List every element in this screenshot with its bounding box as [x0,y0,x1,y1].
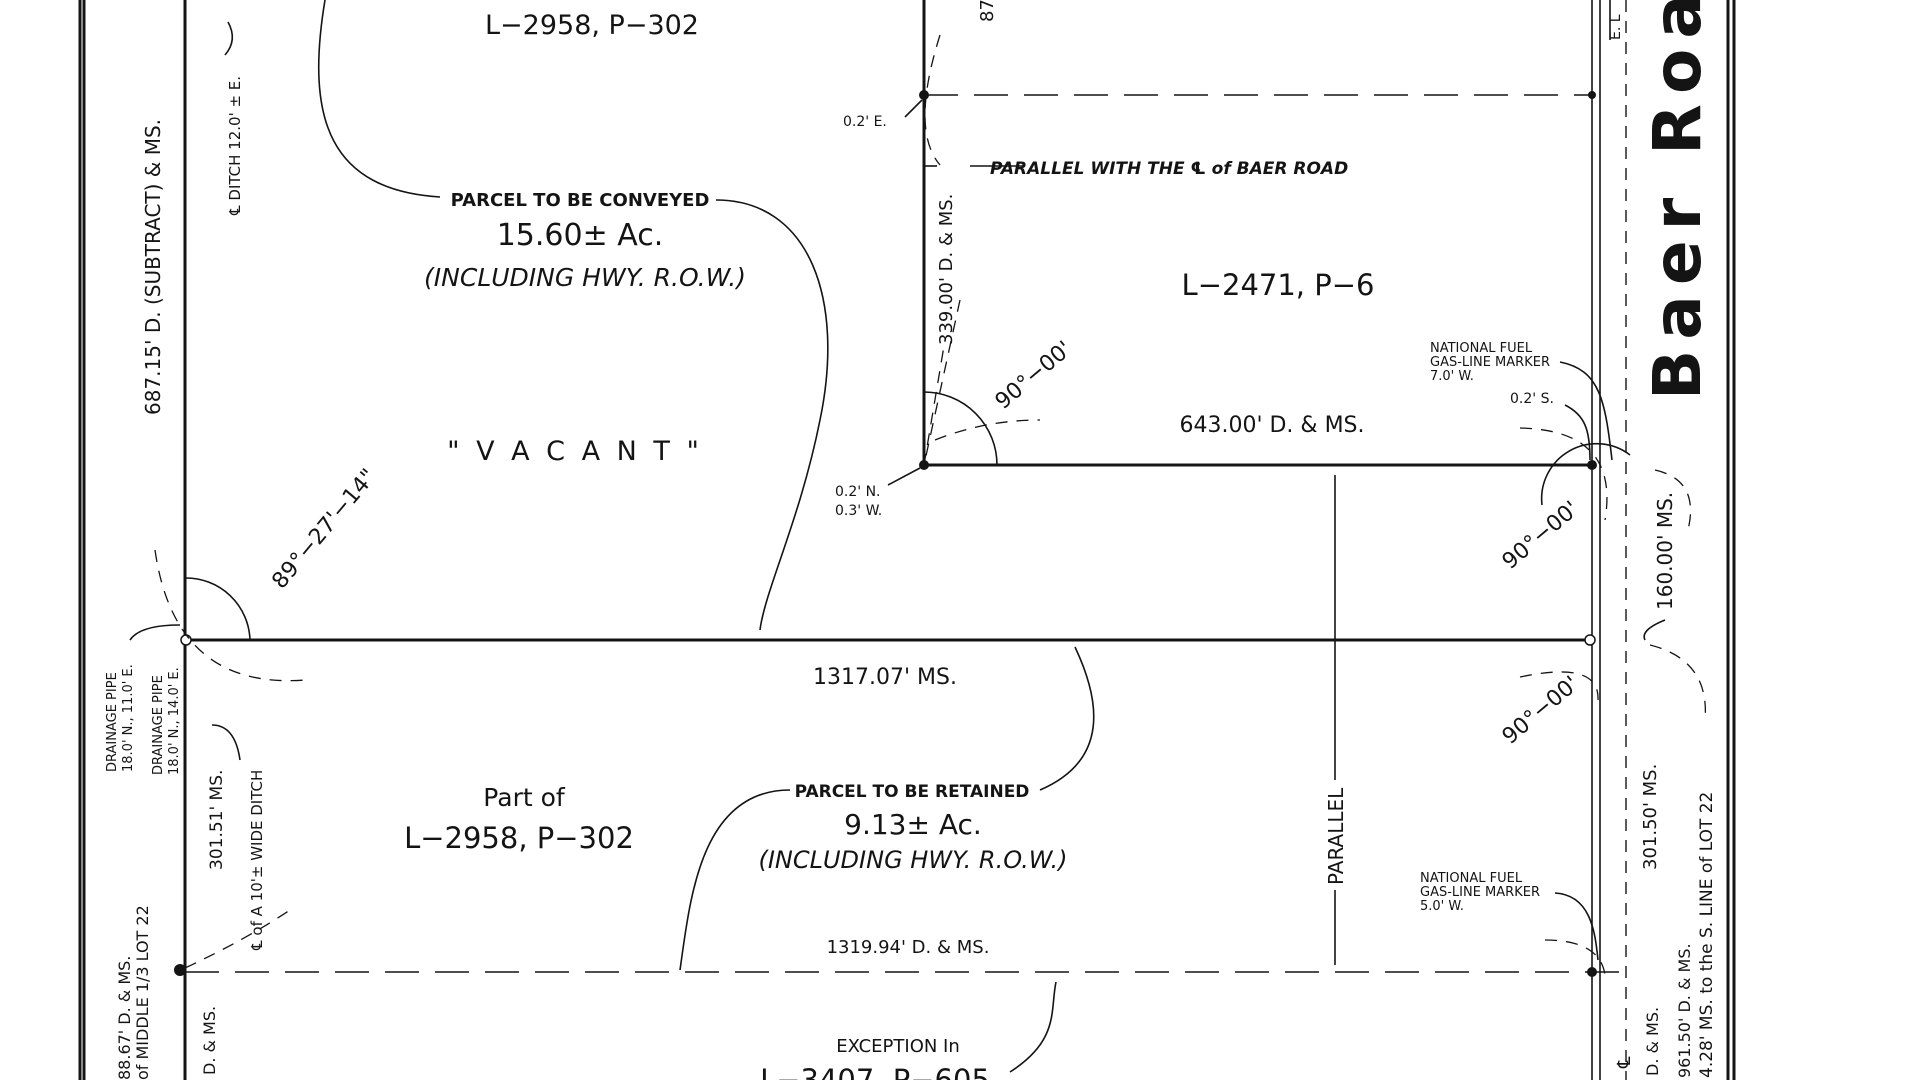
arcs-and-leaders [129,0,1707,1073]
road-point-2 [1587,460,1597,470]
tie-02e: 0.2' E. [843,114,887,130]
ditch-10-label: ℄ of A 10'± WIDE DITCH [248,770,266,951]
leader-gas2 [1554,892,1599,961]
gas1-line2: GAS-LINE MARKER [1430,355,1550,370]
angle-89: 89°−27'−14" [267,464,381,593]
dashed-swing-sw [184,909,291,969]
road-point-3 [1584,634,1596,646]
dashed-swing-west [154,549,306,682]
leader-pipe1 [129,624,181,641]
boundary-lines [78,0,1736,1080]
leader-160 [1643,619,1666,641]
leader-02e [904,99,923,118]
parallel-label: PARALLEL [1324,787,1348,885]
exception-label: EXCEPTION In [836,1036,960,1057]
dashed-swing-e3 [1654,469,1692,531]
parallel-baer-note: PARALLEL WITH THE ℄ of BAER ROAD [990,159,1348,179]
tie-03w: 0.3' W. [835,503,882,519]
road-point-1 [1588,91,1596,99]
leader-ditch10 [211,724,241,761]
vacant-label: " V A C A N T " [447,436,703,467]
exception-deed: L−3407, P−605 [760,1063,990,1080]
dim-east-961: 961.50' D. & MS. [1675,943,1694,1078]
retained-area: 9.13± Ac. [844,808,982,841]
retained-part-of: Part of [483,783,566,812]
dim-south-line: 1319.94' D. & MS. [827,937,990,958]
dim-east-west: 339.00' D. & MS. [936,194,957,345]
leader-02s [1564,404,1591,461]
gas1-line3: 7.0' W. [1430,369,1474,384]
retained-title: PARCEL TO BE RETAINED [795,782,1030,802]
dim-west-line: 687.15' D. (SUBTRACT) & MS. [141,119,165,415]
angle-90-e1: 90°−00' [1498,497,1584,575]
lot22-middle-dim: 88.67' D. & MS. [115,956,134,1080]
dim-road-301: 301.50' MS. [1640,764,1661,870]
road-cl-symbol: ℄ [1614,1056,1635,1069]
iron-pin-ne [919,90,929,100]
road-name: Baer Road [1639,0,1716,400]
dashed-swing-e4 [1649,644,1707,721]
angle-arc-90-e1 [1540,442,1631,506]
sw-point [174,964,186,976]
tie-02s: 0.2' S. [1510,391,1554,407]
gas2-line2: GAS-LINE MARKER [1420,885,1540,900]
dashed-swing-e5 [1544,939,1606,976]
angle-90-ne: 90°−00' [991,337,1077,415]
dim-main-line: 1317.07' MS. [813,665,957,690]
conveyed-title: PARCEL TO BE CONVEYED [451,190,710,211]
road-centerline-label: E. L [1608,14,1624,40]
leader-gas1 [1559,361,1613,461]
leader-retained-left [679,789,791,971]
retained-deed: L−2958, P−302 [404,821,634,855]
dashed-ties-corner [923,299,961,466]
lot22-middle-of: of MIDDLE 1/3 LOT 22 [133,905,152,1080]
dim-east-south: 643.00' D. & MS. [1179,413,1364,438]
dashed-swing-e1 [1519,427,1608,521]
pipe1-line1: DRAINAGE PIPE [105,672,120,772]
leader-conveyed-top [317,0,441,198]
conveyed-note: (INCLUDING HWY. R.O.W.) [424,263,746,292]
dim-road-160: 160.00' MS. [1653,492,1677,610]
west-point [180,634,192,646]
dashed-swing-e2 [1519,671,1599,701]
angle-arc-90-ne [923,391,998,466]
dashed-swing-top [924,34,941,166]
survey-points [174,90,1597,977]
north-deed-label: L−2958, P−302 [485,10,699,41]
dim-top-partial: 87 [977,0,998,22]
gas2-line3: 5.0' W. [1420,899,1464,914]
pipe2-line1: DRAINAGE PIPE [151,675,166,775]
leader-02n [887,467,921,486]
leader-retained-right [1039,646,1095,791]
angle-arc-89 [184,577,251,641]
gas2-line1: NATIONAL FUEL [1420,871,1523,886]
road-point-4 [1587,967,1597,977]
east-deed-label: L−2471, P−6 [1182,268,1375,302]
leader-exception [1009,981,1057,1073]
conveyed-area: 15.60± Ac. [497,218,664,253]
leader-ditch12 [224,21,234,56]
tie-02n: 0.2' N. [835,484,881,500]
angle-90-e2: 90°−00' [1498,672,1584,750]
dashed-swing-ne [934,419,1041,441]
ditch-12-label: ℄ DITCH 12.0' ± E. [226,76,244,216]
pipe2-line2: 18.0' N., 14.0' E. [167,667,182,775]
gas1-line1: NATIONAL FUEL [1430,341,1533,356]
retained-note: (INCLUDING HWY. R.O.W.) [758,846,1067,874]
pipe1-line2: 18.0' N., 11.0' E. [121,664,136,772]
dim-west-301: 301.51' MS. [207,770,227,870]
east-d-ms: D. & MS. [1643,1007,1662,1076]
leader-conveyed-right [715,199,829,631]
west-d-ms: D. & MS. [200,1006,219,1075]
dim-east-s-line: 4.28' MS. to the S. LINE of LOT 22 [1697,792,1717,1078]
